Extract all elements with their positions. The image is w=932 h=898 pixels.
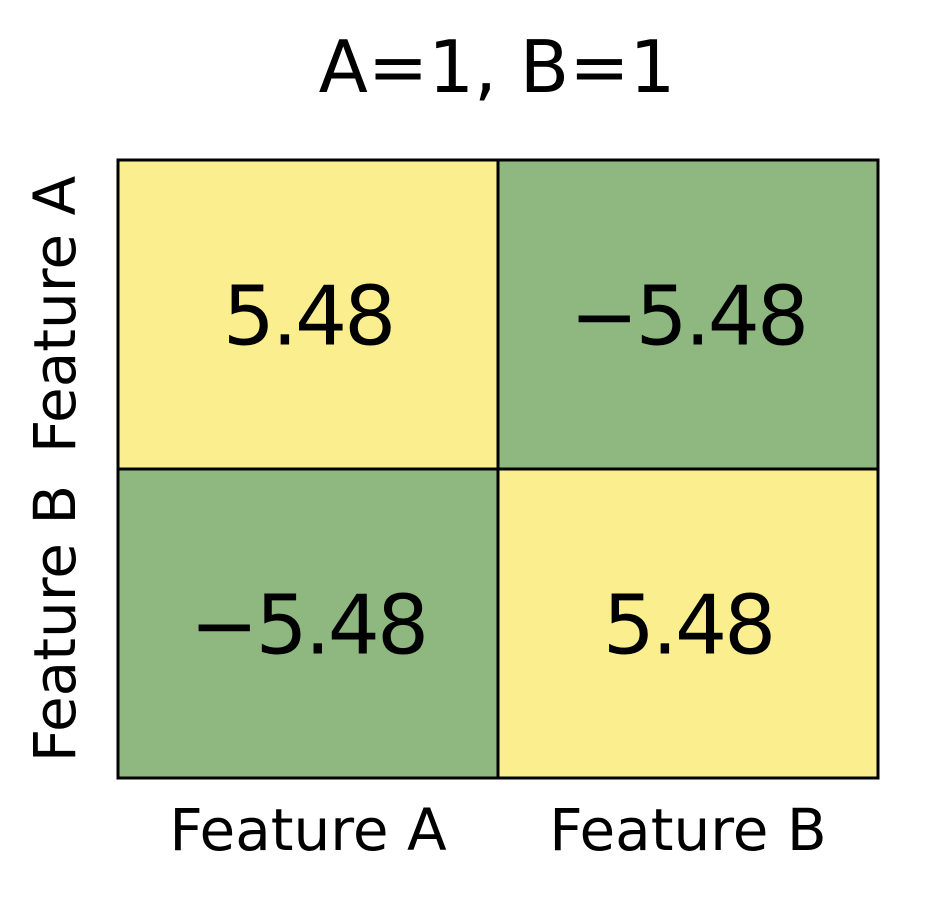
heatmap-cells [116,158,880,780]
x-axis-tick-labels: Feature A Feature B [169,796,826,864]
heatmap-cell-r1-c0 [116,467,500,780]
chart-title: A=1, B=1 [319,25,676,109]
y-tick-label: Feature B [21,485,89,762]
x-tick-label: Feature B [549,796,826,864]
heatmap-cell-r0-c0 [116,158,500,471]
y-axis-tick-labels: Feature A Feature B [21,176,89,763]
cell-value-label: −5.48 [570,270,806,365]
heatmap-cell-r1-c1 [496,467,880,780]
heatmap-value-labels: 5.48 −5.48 −5.48 5.48 [190,270,809,674]
cell-value-label: 5.48 [603,579,774,674]
cell-value-label: −5.48 [190,579,426,674]
x-tick-label: Feature A [169,796,447,864]
cell-value-label: 5.48 [223,270,394,365]
y-tick-label: Feature A [21,176,89,454]
heatmap-cell-r0-c1 [496,158,880,471]
